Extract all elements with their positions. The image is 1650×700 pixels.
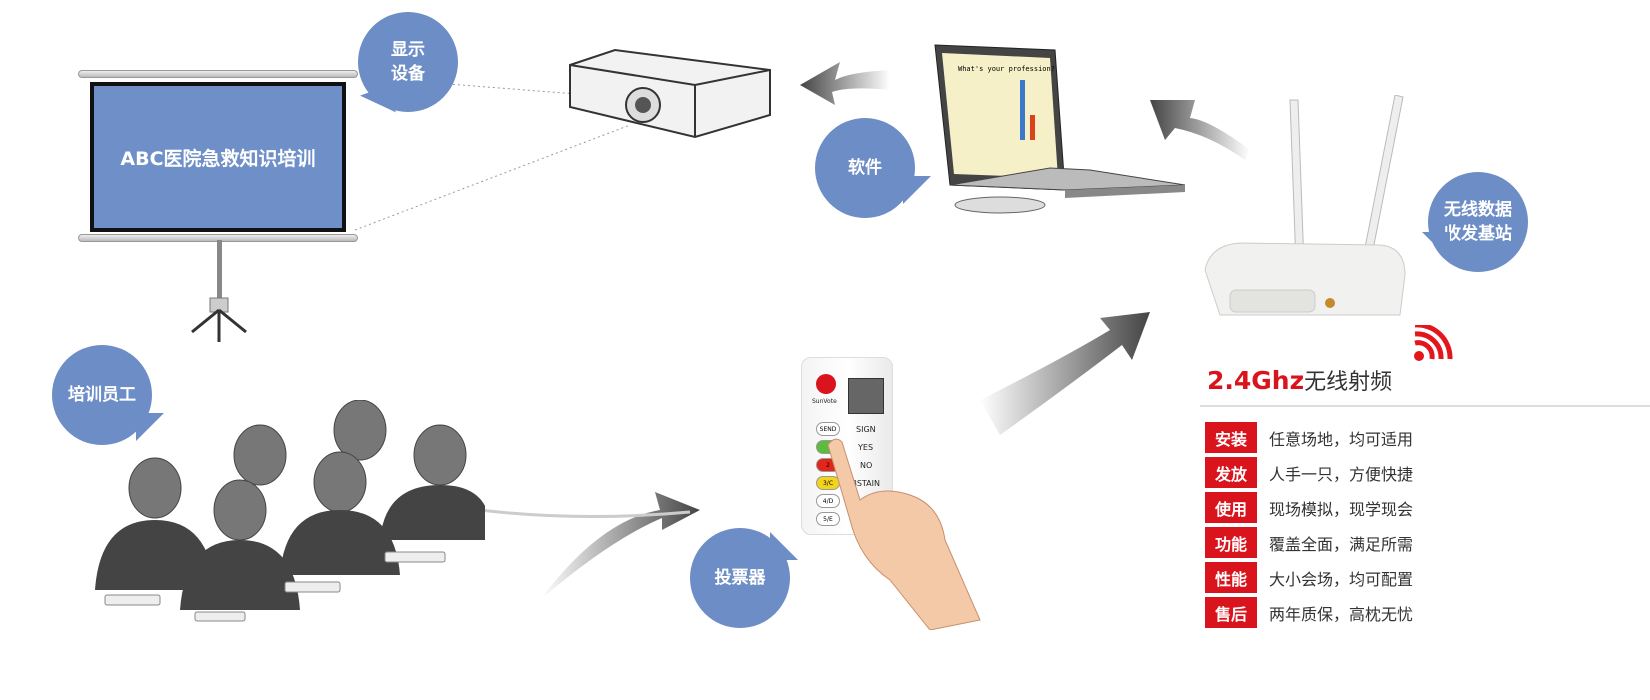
bubble-base-l1: 无线数据 (1444, 200, 1512, 220)
remote-lcd (848, 378, 884, 414)
bubble-display-l2: 设备 (391, 64, 425, 84)
feature-tag: 功能 (1205, 527, 1257, 558)
remote-brand: SunVote (812, 398, 837, 405)
remote-5e-button[interactable]: 5/E (816, 512, 840, 526)
feature-tag: 性能 (1205, 562, 1257, 593)
arrow-to-laptop (1150, 100, 1250, 160)
wifi-signal-icon (1414, 325, 1453, 361)
bubble-base-l2: 收发基站 (1444, 224, 1512, 244)
arrow-to-voter (540, 492, 700, 600)
feature-row: 使用现场模拟，现学现会 (1205, 492, 1413, 523)
bubble-software-text: 软件 (848, 158, 882, 178)
screen-text: ABC医院急救知识培训 (120, 147, 316, 170)
feature-text: 大小会场，均可配置 (1269, 569, 1414, 589)
tripod-icon (191, 240, 247, 342)
feature-text: 两年质保，高枕无忧 (1269, 604, 1414, 624)
panel-title-label: 无线射频 (1304, 370, 1393, 395)
feature-row: 安装任意场地，均可适用 (1205, 422, 1413, 453)
bubble-trainees-text: 培训员工 (68, 385, 136, 405)
feature-tag: 售后 (1205, 597, 1257, 628)
bubble-base-station: 无线数据收发基站 (1422, 172, 1528, 272)
sunvote-logo-icon (816, 374, 836, 394)
bubble-display-device: 显示设备 (358, 12, 458, 122)
remote-label-sign: SIGN (856, 425, 876, 434)
feature-row: 发放人手一只，方便快捷 (1205, 457, 1413, 488)
panel-divider (1200, 405, 1650, 407)
wireless-base-station-icon (1204, 95, 1406, 316)
projector-icon (569, 48, 771, 139)
feature-row: 性能大小会场，均可配置 (1205, 562, 1413, 593)
arrow-to-projector (800, 62, 890, 105)
laptop-icon (934, 44, 1186, 214)
remote-send-button[interactable]: SEND (816, 422, 840, 436)
feature-tag: 安装 (1205, 422, 1257, 453)
feature-row: 售后两年质保，高枕无忧 (1205, 597, 1413, 628)
bubble-trainees: 培训员工 (52, 345, 164, 445)
feature-tag: 发放 (1205, 457, 1257, 488)
hand-pressing-icon (827, 438, 981, 630)
feature-tag: 使用 (1205, 492, 1257, 523)
feature-row: 功能覆盖全面，满足所需 (1205, 527, 1413, 558)
remote-label-yes: YES (858, 443, 874, 452)
trainees-group-icon (95, 400, 485, 622)
panel-title: 2.4Ghz无线射频 (1207, 364, 1392, 396)
feature-text: 任意场地，均可适用 (1269, 429, 1414, 449)
bubble-voter: 投票器 (690, 528, 798, 628)
remote-4d-button[interactable]: 4/D (816, 494, 840, 508)
remote-label-no: NO (860, 461, 873, 470)
bubble-voter-text: 投票器 (714, 568, 766, 588)
feature-text: 现场模拟，现学现会 (1269, 499, 1414, 519)
projection-screen: ABC医院急救知识培训 (90, 82, 346, 232)
bubble-display-l1: 显示 (391, 40, 425, 60)
feature-text: 覆盖全面，满足所需 (1269, 534, 1414, 554)
panel-title-frequency: 2.4Ghz (1207, 366, 1305, 395)
arrow-to-base (980, 312, 1150, 435)
remote-label-abstain: ABSTAIN (846, 479, 880, 488)
screen-top-bar (78, 70, 358, 78)
bubble-software: 软件 (815, 118, 931, 218)
laptop-question: What's your profession? (958, 65, 1055, 73)
feature-text: 人手一只，方便快捷 (1269, 464, 1414, 484)
